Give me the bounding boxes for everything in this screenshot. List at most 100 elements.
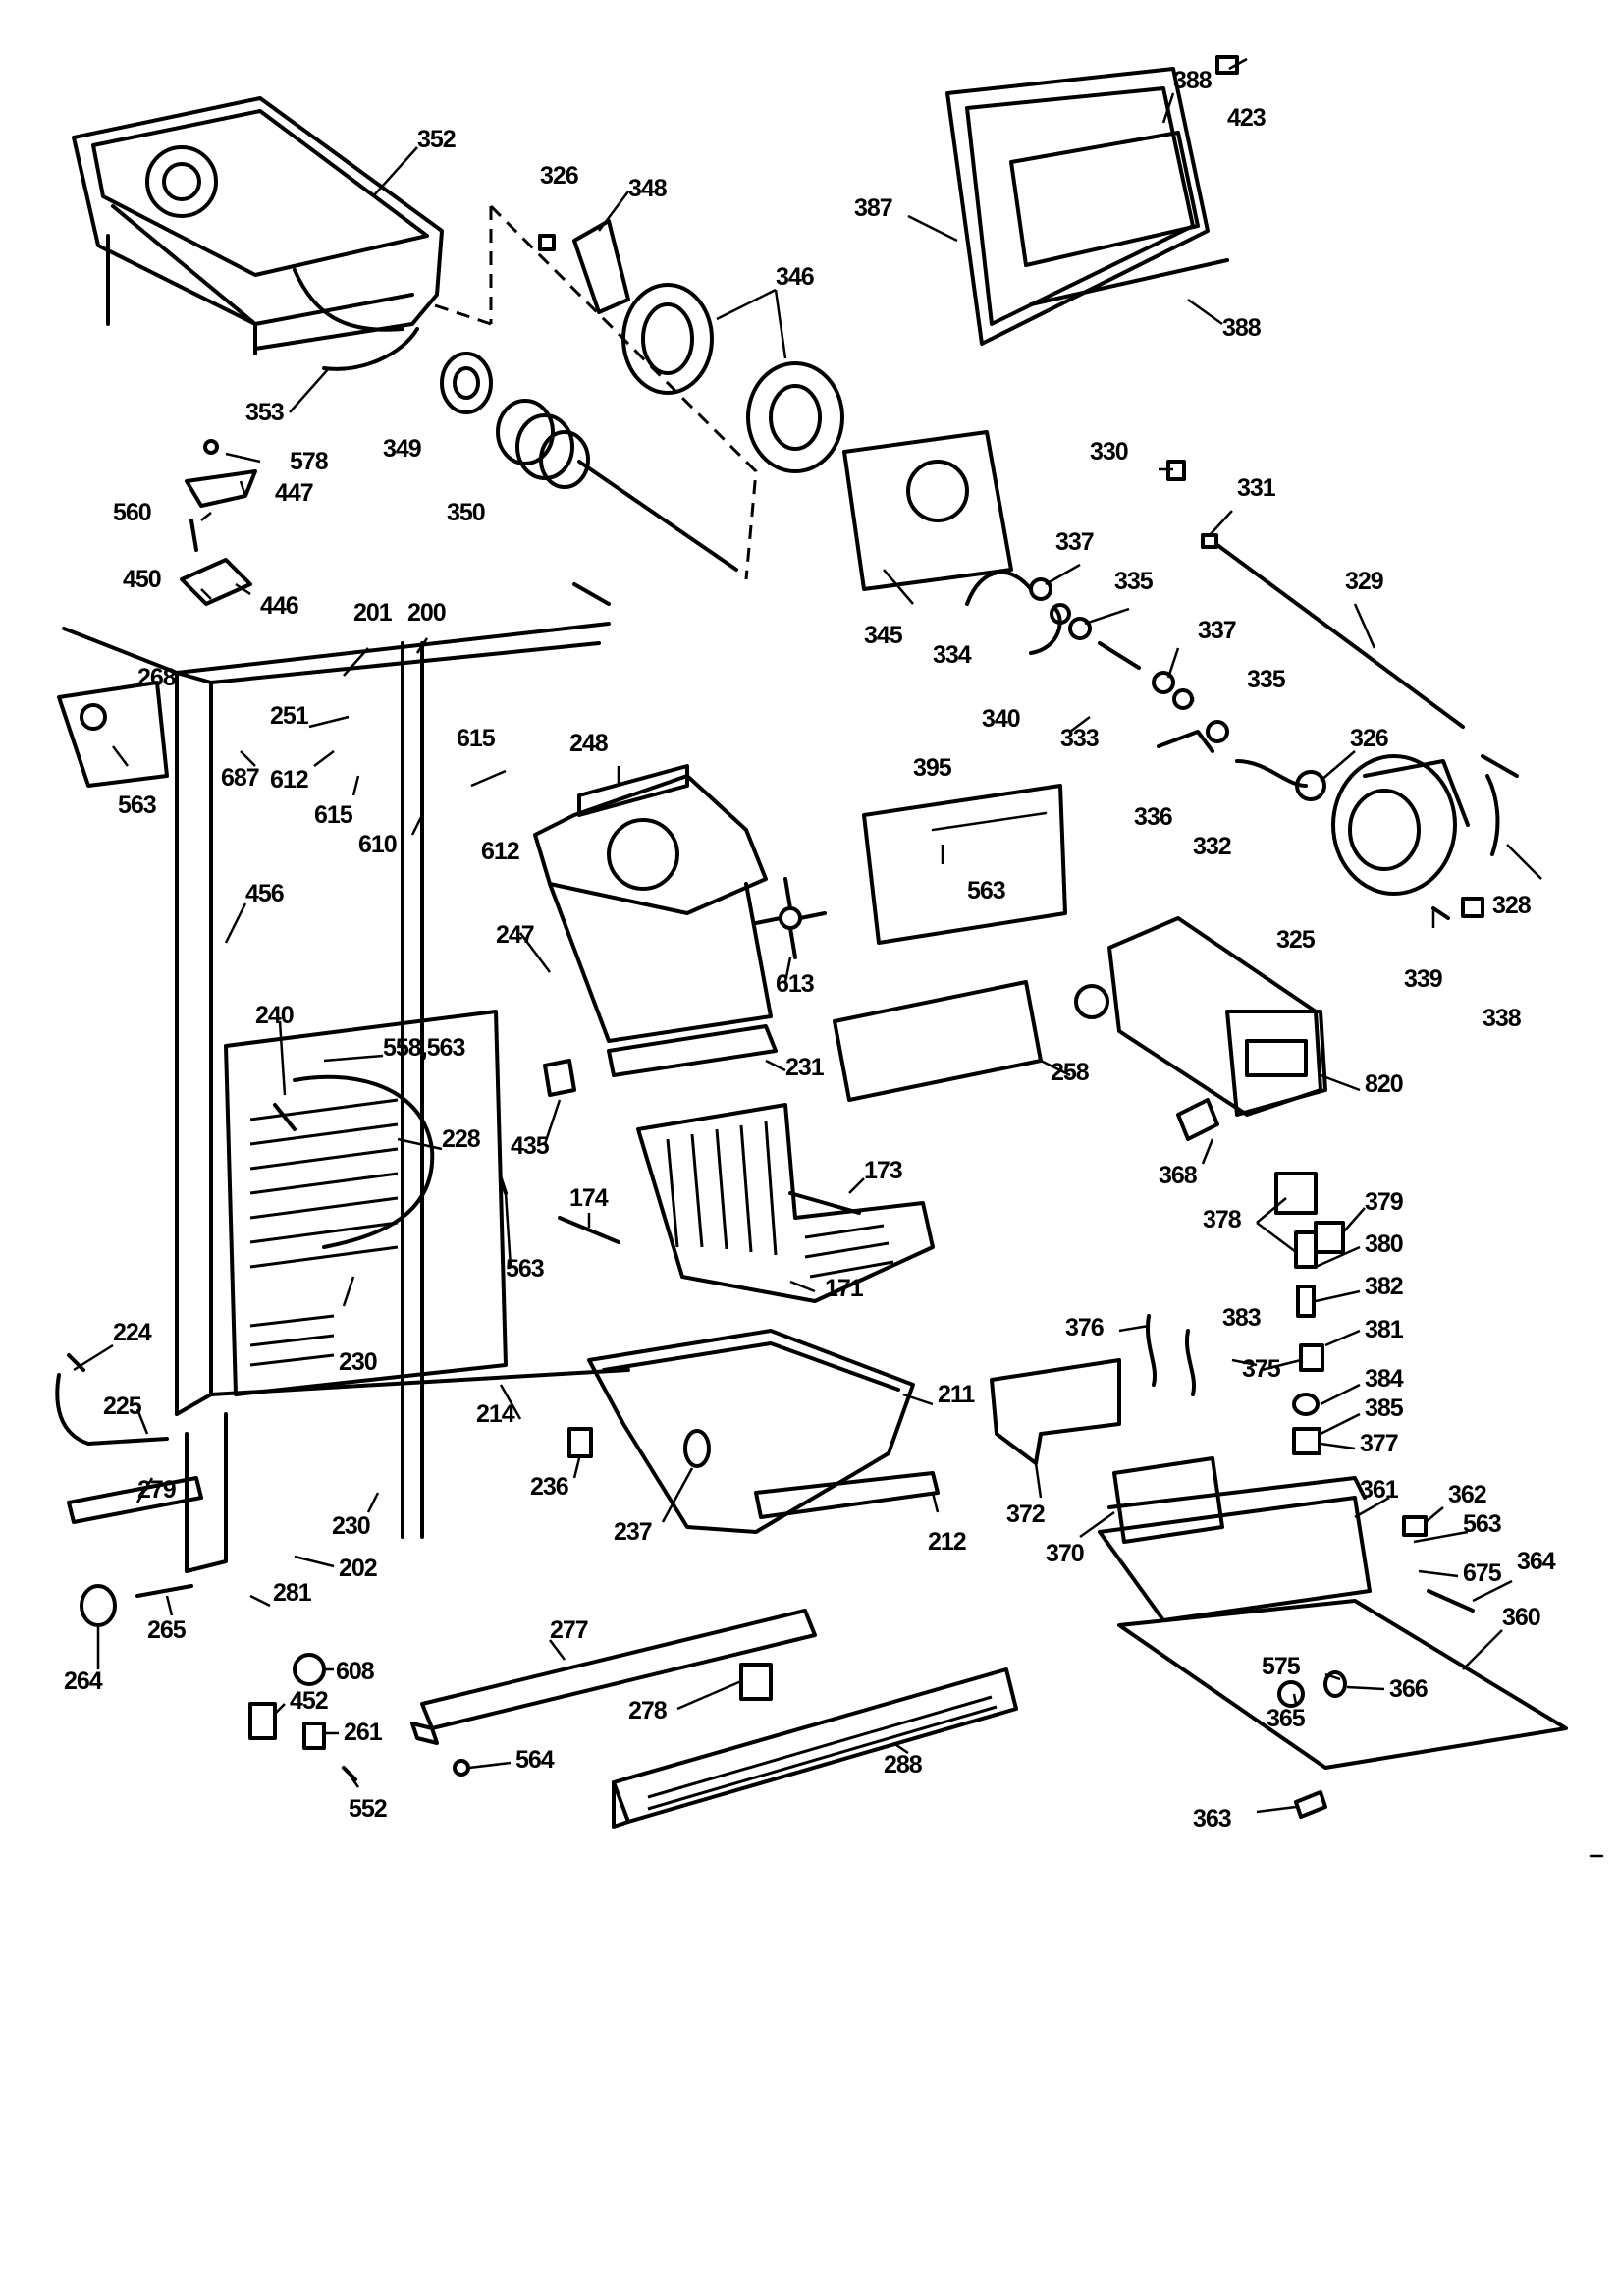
- part-label-362: 362: [1448, 1481, 1486, 1508]
- part-452: [248, 1702, 277, 1740]
- part-278: [739, 1663, 773, 1701]
- part-label-610: 610: [358, 831, 397, 858]
- screw-563: [499, 1176, 508, 1195]
- part-label-340: 340: [982, 705, 1020, 733]
- screw-326: [538, 234, 556, 251]
- part-label-687: 687: [221, 764, 259, 792]
- part-label-361: 361: [1360, 1476, 1399, 1503]
- link-334: [965, 570, 1033, 606]
- part-label-281: 281: [273, 1579, 312, 1607]
- part-label-345: 345: [864, 622, 903, 649]
- part-label-383: 383: [1222, 1304, 1261, 1332]
- part-label-578: 578: [290, 448, 329, 475]
- part-label-353: 353: [245, 399, 284, 426]
- part-label-335-b: 335: [1247, 666, 1286, 693]
- screw-552: [342, 1766, 357, 1781]
- grille-288: [612, 1667, 1018, 1829]
- link-336: [1157, 730, 1214, 753]
- part-label-575: 575: [1262, 1653, 1301, 1680]
- part-label-450: 450: [123, 566, 161, 593]
- part-label-435: 435: [511, 1132, 550, 1160]
- part-label-325: 325: [1276, 926, 1316, 954]
- part-label-230-a: 230: [339, 1348, 377, 1376]
- part-label-258: 258: [1051, 1059, 1090, 1086]
- cover-268: [57, 681, 169, 788]
- auger-349: [440, 352, 493, 414]
- part-label-558-563: 558,563: [383, 1034, 464, 1062]
- part-label-447: 447: [275, 479, 313, 507]
- panel-258: [833, 980, 1043, 1102]
- part-236: [567, 1427, 593, 1458]
- part-366: [1323, 1670, 1347, 1698]
- valve-stack: [1274, 1172, 1345, 1455]
- part-label-375: 375: [1242, 1355, 1281, 1383]
- part-608: [293, 1653, 326, 1686]
- basket-171: [636, 1103, 935, 1303]
- part-label-563-c: 563: [506, 1255, 544, 1283]
- part-label-382: 382: [1365, 1273, 1403, 1300]
- part-365: [1277, 1680, 1305, 1708]
- part-label-212: 212: [928, 1528, 966, 1556]
- part-label-608: 608: [336, 1658, 375, 1685]
- part-label-446: 446: [260, 592, 298, 620]
- part-label-456: 456: [245, 880, 284, 907]
- part-label-339: 339: [1404, 965, 1442, 993]
- housing-247: [533, 764, 778, 1077]
- link-332: [1235, 759, 1308, 788]
- rail-279: [67, 1476, 203, 1524]
- part-label-560: 560: [113, 499, 151, 526]
- cabinet-frame: [62, 582, 630, 1573]
- part-label-278: 278: [628, 1697, 668, 1724]
- part-label-352: 352: [417, 126, 456, 153]
- part-label-346: 346: [776, 263, 814, 291]
- leader-lines: [73, 57, 1542, 1814]
- part-265: [135, 1584, 193, 1598]
- part-label-379: 379: [1365, 1188, 1403, 1216]
- part-363: [1294, 1790, 1327, 1819]
- part-label-174: 174: [569, 1184, 609, 1212]
- part-label-329: 329: [1345, 568, 1383, 595]
- part-label-200: 200: [407, 599, 446, 627]
- coil-350: [496, 399, 738, 572]
- part-370: [1112, 1456, 1224, 1544]
- part-label-552: 552: [349, 1795, 387, 1823]
- rod-329: [1215, 543, 1465, 729]
- part-331: [1201, 533, 1218, 549]
- part-label-370: 370: [1046, 1540, 1084, 1567]
- part-label-265: 265: [147, 1616, 187, 1644]
- part-label-326: 326: [540, 162, 578, 190]
- part-label-452: 452: [290, 1687, 328, 1715]
- clip-328: [1485, 774, 1500, 856]
- part-label-377: 377: [1360, 1430, 1398, 1457]
- part-label-337-b: 337: [1198, 617, 1236, 644]
- part-label-237: 237: [614, 1518, 652, 1546]
- part-label-384: 384: [1365, 1365, 1404, 1393]
- part-173: [788, 1191, 861, 1215]
- part-label-248: 248: [569, 730, 609, 757]
- part-362: [1402, 1515, 1428, 1537]
- part-label-332: 332: [1193, 833, 1231, 860]
- part-label-331: 331: [1237, 474, 1276, 502]
- part-label-615-a: 615: [314, 801, 353, 829]
- motor-325: [1331, 754, 1470, 896]
- evaporator-228: [224, 1010, 508, 1396]
- part-label-202: 202: [339, 1555, 377, 1582]
- part-364: [1427, 1589, 1475, 1613]
- part-label-228: 228: [442, 1125, 481, 1153]
- link-333: [1098, 641, 1141, 670]
- part-label-171: 171: [825, 1275, 864, 1302]
- part-label-423: 423: [1227, 104, 1266, 132]
- door-frame-387: [945, 55, 1239, 346]
- part-label-334: 334: [933, 641, 972, 669]
- part-label-349: 349: [383, 435, 421, 463]
- link-340: [1029, 607, 1062, 655]
- part-label-372: 372: [1006, 1501, 1045, 1528]
- part-338: [1461, 897, 1484, 918]
- part-illustrations: [55, 55, 1568, 1829]
- part-label-820: 820: [1365, 1070, 1403, 1098]
- screw-578: [203, 439, 219, 455]
- plate-348: [572, 219, 630, 314]
- cover-372: [990, 1358, 1121, 1465]
- part-label-348: 348: [628, 175, 668, 202]
